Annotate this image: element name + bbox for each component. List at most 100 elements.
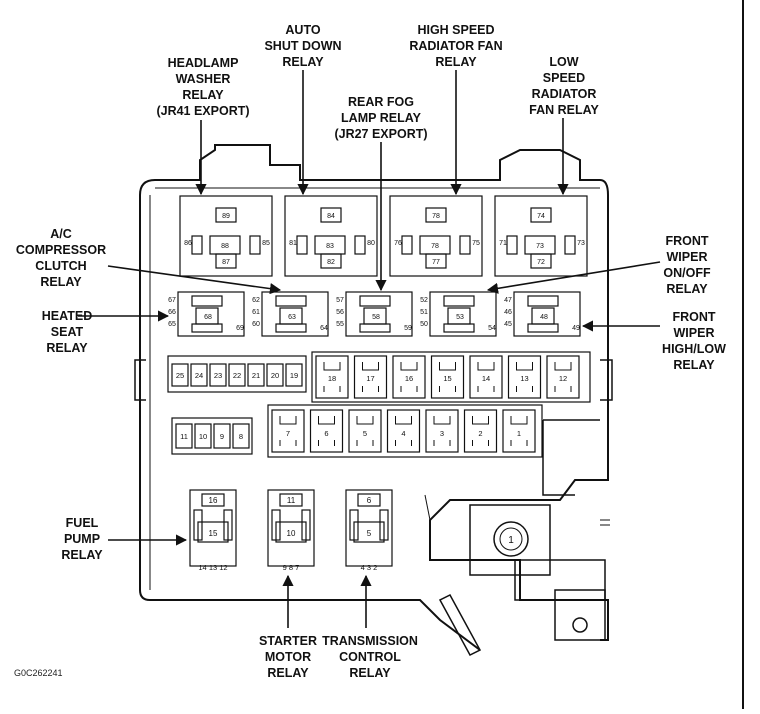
- fuse-block-outline: [311, 351, 591, 403]
- label-line: A/C: [50, 227, 72, 241]
- terminal: [349, 509, 359, 541]
- pin-number: 59: [404, 325, 412, 332]
- terminal: [201, 493, 225, 507]
- fuse-contact: [323, 362, 341, 371]
- maxi-fuse-number: 1: [508, 535, 514, 546]
- label-line: RELAY: [267, 666, 309, 680]
- fuse-contact: [477, 386, 495, 392]
- label-line: LOW: [549, 55, 579, 69]
- terminal: [301, 509, 311, 541]
- terminal: [359, 323, 391, 333]
- pin-number: 62: [252, 297, 260, 304]
- cartridge-fuse: 15: [430, 355, 465, 399]
- pin-number: 83: [326, 243, 334, 250]
- terminal: [564, 235, 576, 255]
- mini-fuse: 20: [266, 363, 284, 387]
- terminal: [215, 207, 237, 223]
- fuse-contact: [433, 416, 451, 425]
- label-low-speed-radiator-fan-relay: LOW SPEED RADIATOR FAN RELAY: [520, 54, 608, 118]
- pin-number: 73: [536, 243, 544, 250]
- label-line: RELAY: [61, 548, 103, 562]
- label-line: SEAT: [50, 325, 84, 339]
- fuse-body: [425, 409, 459, 453]
- pin-number: 57: [336, 297, 344, 304]
- fuse-number: 6: [324, 429, 328, 438]
- power-relay: 654 3 2: [345, 489, 393, 572]
- fuse-body: [266, 363, 284, 387]
- fuse-body: [392, 355, 426, 399]
- label-line: FUEL: [65, 516, 99, 530]
- fuse-contact: [472, 440, 489, 446]
- fuse-number: 5: [363, 429, 367, 438]
- fuse-body: [463, 409, 498, 453]
- fuse-contact: [433, 440, 451, 446]
- label-heated-seat-relay: HEATED SEAT RELAY: [34, 308, 100, 356]
- pin-number: 47: [504, 297, 512, 304]
- pin-number: 14 13 12: [198, 563, 227, 572]
- terminal: [443, 295, 475, 307]
- terminal: [191, 235, 203, 255]
- fuse-number: 25: [176, 371, 184, 380]
- cartridge-fuse: 17: [353, 355, 388, 399]
- terminal: [191, 323, 223, 333]
- fuse-body: [271, 409, 305, 453]
- terminal: [530, 253, 552, 269]
- pin-number: 54: [488, 325, 496, 332]
- label-line: MOTOR: [264, 650, 312, 664]
- pin-number: 45: [504, 321, 512, 328]
- fuse-block-outline: [167, 355, 307, 393]
- fuse-body: [502, 409, 536, 453]
- terminal: [215, 253, 237, 269]
- label-line: STARTER: [258, 634, 318, 648]
- label-line: HEATED: [41, 309, 93, 323]
- fuse-body: [175, 423, 193, 449]
- fuse-contact: [516, 362, 533, 371]
- pin-number: 66: [168, 309, 176, 316]
- fuse-number: 11: [180, 432, 188, 441]
- terminal: [191, 295, 223, 307]
- cartridge-fuse: 6: [309, 409, 344, 453]
- mini-fuse: 19: [285, 363, 303, 387]
- fuse-body: [228, 363, 246, 387]
- terminal: [193, 509, 203, 541]
- fuse-contact: [516, 386, 533, 392]
- pin-number: 49: [572, 325, 580, 332]
- pin-number: 61: [252, 309, 260, 316]
- label-line: FRONT: [672, 310, 716, 324]
- cartridge-fuse: 14: [469, 355, 503, 399]
- relay-socket: [513, 291, 581, 337]
- terminal: [223, 509, 233, 541]
- cartridge-fuse: 3: [425, 409, 459, 453]
- label-line: HEADLAMP: [167, 56, 239, 70]
- terminal: [401, 235, 413, 255]
- mini-fuse: 8: [232, 423, 250, 449]
- fuse-contact: [362, 386, 379, 392]
- label-line: RELAY: [673, 358, 715, 372]
- relay-socket: [494, 195, 588, 277]
- maxi-fuse: 1: [469, 504, 551, 576]
- pin-number: 89: [222, 213, 230, 220]
- label-rear-fog-lamp-relay: REAR FOG LAMP RELAY (JR27 EXPORT): [326, 94, 436, 142]
- label-line: RELAY: [182, 88, 224, 102]
- fuse-number: 23: [214, 371, 222, 380]
- pin-number: 4 3 2: [361, 563, 378, 572]
- relay-socket: [177, 291, 245, 337]
- label-line: REAR FOG: [348, 95, 414, 109]
- cartridge-fuse: 7: [271, 409, 305, 453]
- label-line: COMPRESSOR: [15, 243, 107, 257]
- fuse-number: 24: [195, 371, 203, 380]
- fuse-body: [430, 355, 465, 399]
- fuse-number: 10: [199, 432, 207, 441]
- terminal: [527, 295, 559, 307]
- fuse-contact: [323, 386, 341, 392]
